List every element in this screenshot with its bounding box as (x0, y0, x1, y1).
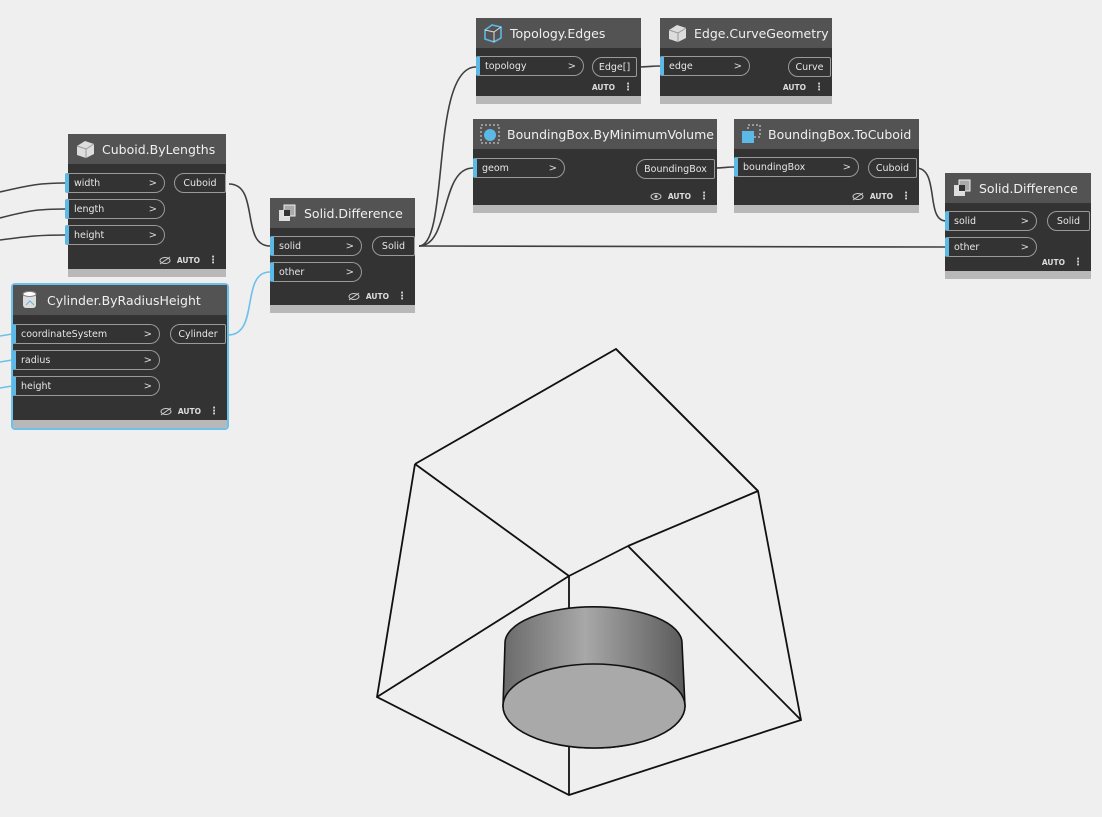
input-port-other[interactable]: other> (270, 262, 362, 282)
run-mode-label: AUTO (176, 256, 200, 265)
node-footer: AUTO ⋮ (591, 81, 633, 93)
node-header[interactable]: Solid.Difference (270, 198, 415, 228)
run-mode-label: AUTO (177, 407, 201, 416)
wire-solid-to-other (418, 245, 947, 248)
topology-edges-icon (484, 24, 502, 43)
run-mode-label: AUTO (667, 192, 691, 201)
node-bounding-box-to-cuboid[interactable]: BoundingBox.ToCuboid boundingBox> Cuboid… (734, 119, 919, 213)
wire-width (0, 182, 67, 193)
wire-height (0, 234, 67, 241)
node-title: BoundingBox.ByMinimumVolume (507, 126, 714, 142)
node-footer: AUTO ⋮ (1041, 256, 1083, 268)
run-mode-label: AUTO (365, 292, 389, 301)
preview-visibility-icon[interactable] (348, 292, 360, 301)
output-port-edges[interactable]: Edge[] (592, 57, 637, 77)
node-footer: AUTO ⋮ (650, 190, 709, 202)
wire-solid-to-geom (418, 167, 474, 247)
preview-visibility-icon[interactable] (852, 192, 864, 201)
node-footer: AUTO ⋮ (852, 190, 911, 202)
input-port-other[interactable]: other> (945, 237, 1037, 257)
run-mode-label: AUTO (1041, 258, 1065, 267)
preview-visibility-icon[interactable] (650, 192, 662, 201)
node-header[interactable]: Edge.CurveGeometry (660, 18, 832, 48)
output-port-solid[interactable]: Solid (372, 236, 415, 256)
node-title: Topology.Edges (510, 25, 606, 41)
node-header[interactable]: Topology.Edges (476, 18, 641, 48)
node-footer: AUTO ⋮ (159, 254, 218, 266)
run-mode-label: AUTO (591, 83, 615, 92)
solid-difference-icon (279, 204, 296, 221)
node-menu-icon[interactable]: ⋮ (397, 290, 407, 302)
to-cuboid-icon (742, 124, 761, 143)
output-port-cuboid[interactable]: Cuboid (868, 158, 917, 178)
node-footer: AUTO ⋮ (160, 405, 219, 417)
input-port-solid[interactable]: solid> (945, 211, 1037, 231)
node-footer: AUTO ⋮ (782, 81, 824, 93)
node-title: Edge.CurveGeometry (694, 25, 829, 41)
node-menu-icon[interactable]: ⋮ (209, 405, 219, 417)
wire-solid-to-topology (418, 66, 477, 247)
node-edge-curve-geometry[interactable]: Edge.CurveGeometry edge> Curve AUTO ⋮ (660, 18, 832, 104)
node-header[interactable]: BoundingBox.ByMinimumVolume (473, 119, 717, 149)
output-port-bounding-box[interactable]: BoundingBox (636, 159, 715, 179)
node-title: Cylinder.ByRadiusHeight (47, 292, 201, 308)
input-port-coordinate-system[interactable]: coordinateSystem> (12, 324, 160, 344)
wire-tocuboid-to-solid (915, 167, 947, 222)
node-topology-edges[interactable]: Topology.Edges topology> Edge[] AUTO ⋮ (476, 18, 641, 104)
preview-visibility-icon[interactable] (160, 407, 172, 416)
wire-bbox-to-tocuboid (713, 166, 736, 169)
input-port-solid[interactable]: solid> (270, 236, 362, 256)
wires (0, 65, 947, 248)
node-cylinder-by-radius-height[interactable]: Cylinder.ByRadiusHeight coordinateSystem… (11, 283, 229, 430)
input-port-width[interactable]: width> (65, 173, 165, 193)
node-menu-icon[interactable]: ⋮ (208, 254, 218, 266)
bounding-box-icon (480, 124, 500, 144)
node-cuboid-by-lengths[interactable]: Cuboid.ByLengths width> length> height> … (65, 134, 226, 277)
input-port-edge[interactable]: edge> (660, 56, 750, 76)
node-menu-icon[interactable]: ⋮ (814, 81, 824, 93)
node-footer: AUTO ⋮ (348, 290, 407, 302)
input-port-bounding-box[interactable]: boundingBox> (734, 157, 859, 177)
input-wire-stubs (0, 333, 13, 389)
node-title: Solid.Difference (304, 205, 403, 221)
cylinder-icon (22, 291, 37, 308)
edge-curve-icon (668, 25, 687, 42)
node-solid-difference-2[interactable]: Solid.Difference solid> other> Solid AUT… (945, 173, 1091, 279)
output-port-solid[interactable]: Solid (1047, 211, 1090, 231)
node-menu-icon[interactable]: ⋮ (623, 81, 633, 93)
run-mode-label: AUTO (869, 192, 893, 201)
node-header[interactable]: Solid.Difference (945, 173, 1091, 203)
wire-length (0, 208, 67, 219)
node-menu-icon[interactable]: ⋮ (699, 190, 709, 202)
node-header[interactable]: Cylinder.ByRadiusHeight (13, 285, 227, 315)
run-mode-label: AUTO (782, 83, 806, 92)
input-port-topology[interactable]: topology> (476, 56, 584, 76)
output-port-curve[interactable]: Curve (788, 57, 831, 77)
wire-cylinder-to-other (227, 271, 271, 336)
node-title: Solid.Difference (979, 180, 1078, 196)
node-header[interactable]: BoundingBox.ToCuboid (734, 119, 919, 149)
node-solid-difference-1[interactable]: Solid.Difference solid> other> Solid AUT… (270, 198, 415, 313)
preview-visibility-icon[interactable] (159, 256, 171, 265)
output-port-cylinder[interactable]: Cylinder (170, 324, 226, 344)
cuboid-icon (76, 141, 95, 158)
node-header[interactable]: Cuboid.ByLengths (68, 134, 226, 164)
node-title: BoundingBox.ToCuboid (768, 126, 912, 142)
node-menu-icon[interactable]: ⋮ (1073, 256, 1083, 268)
output-port-cuboid[interactable]: Cuboid (174, 173, 226, 193)
input-port-height[interactable]: height> (65, 225, 165, 245)
input-port-height[interactable]: height> (12, 376, 160, 396)
input-port-geom[interactable]: geom> (473, 158, 565, 178)
wire-cuboid-to-solid (228, 183, 271, 247)
input-port-length[interactable]: length> (65, 199, 165, 219)
node-title: Cuboid.ByLengths (102, 141, 216, 157)
node-bounding-box-by-minimum-volume[interactable]: BoundingBox.ByMinimumVolume geom> Boundi… (473, 119, 717, 213)
cylinder-preview (502, 605, 686, 749)
node-menu-icon[interactable]: ⋮ (901, 190, 911, 202)
solid-difference-icon (954, 179, 971, 196)
input-port-radius[interactable]: radius> (12, 350, 160, 370)
